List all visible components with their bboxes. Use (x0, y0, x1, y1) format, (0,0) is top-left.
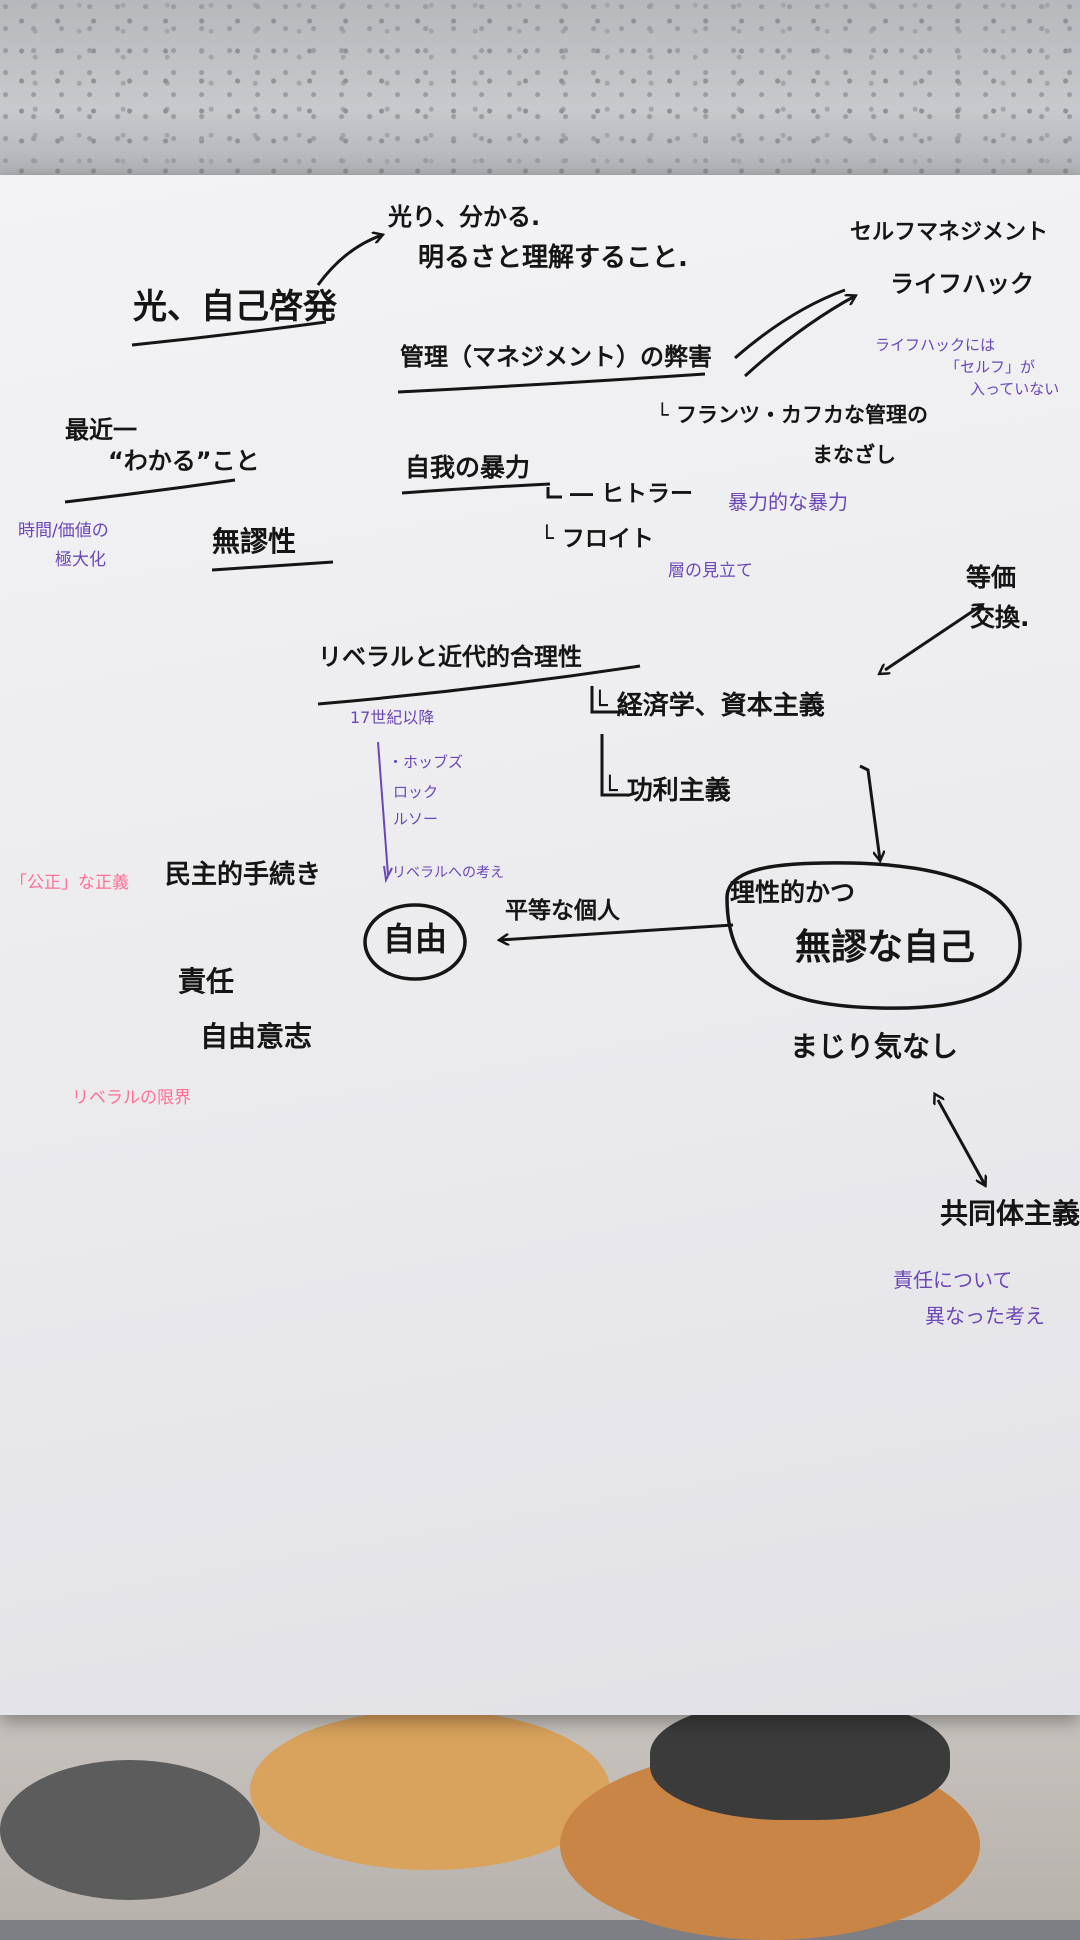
arrow-management-to-lifehack-a (734, 288, 846, 360)
node-self-management: セルフマネジメント (850, 220, 1049, 245)
node-comm-note-1: 責任について (893, 1268, 1013, 1292)
node-rational-self-2: 無謬な自己 (795, 927, 976, 968)
branch-ego (546, 487, 562, 499)
node-equal-individual: 平等な個人 (505, 898, 620, 924)
node-liberal-reason: リベラルと近代的合理性 (318, 643, 582, 671)
node-freud-note: 層の見立て (668, 561, 753, 581)
node-irresponsibility: 無謬性 (212, 525, 297, 558)
node-hitler: ― ヒトラー (570, 481, 694, 507)
node-locke: ロック (393, 783, 439, 801)
rational-self-ellipse (725, 861, 1022, 1010)
underline-irresponsibility (211, 560, 334, 572)
underline-liberal (317, 664, 641, 706)
node-lifehack-note-2: 「セルフ」が (945, 358, 1036, 376)
node-lifehack-note-3: 入っていない (970, 380, 1060, 398)
node-value-exchange-1: 等価 (966, 563, 1017, 592)
node-management-harm: 管理（マネジメント）の弊害 (400, 343, 712, 371)
node-freud: └ フロイト (540, 526, 654, 552)
node-fairness-procedure: 「公正」な正義 (10, 873, 129, 893)
arrow-nomixture-communitarian (938, 1100, 985, 1185)
node-recent-1: 最近一 (65, 416, 137, 444)
freedom-circle (363, 903, 467, 981)
purple-timeline (377, 741, 389, 876)
fabric-background (0, 1690, 1080, 1940)
arrow-light-to-understanding (316, 235, 382, 286)
arrow-rational-to-freedom (500, 923, 734, 940)
arrow-management-to-lifehack-b (743, 296, 855, 378)
node-self-violence: 自我の暴力 (405, 453, 531, 482)
node-no-mixture: まじり気なし (790, 1030, 959, 1063)
paper-sheet (0, 175, 1080, 1715)
node-time-note-1: 時間/価値の (18, 521, 109, 541)
underline-recent (64, 478, 236, 504)
node-since-17c: 17世紀以降 (350, 708, 435, 727)
node-utilitarian: └ 功利主義 (602, 776, 731, 806)
node-rousseau: ルソー (393, 810, 439, 828)
underline-management (397, 372, 706, 394)
node-lifehack: ライフハック (890, 270, 1034, 298)
node-hobbes: ・ホッブズ (388, 753, 464, 771)
node-liberal-thought: リベラルへの考え (392, 865, 504, 881)
node-kafka-note-2: まなざし (812, 443, 896, 467)
ceiling-background (0, 0, 1080, 200)
node-light-understanding-2: 明るさと理解すること. (418, 243, 688, 273)
node-value-exchange-2: 交換. (970, 603, 1030, 632)
node-light-understanding-1: 光り、分かる. (388, 203, 541, 231)
underline-light (131, 320, 327, 347)
arrow-exchange-economics (885, 605, 982, 670)
branch-liberal-utilitarian (600, 734, 628, 797)
node-time-note-2: 極大化 (55, 550, 106, 570)
node-light-self-enlightenment: 光、自己啓発 (133, 287, 337, 327)
branch-liberal-economics (590, 686, 628, 714)
node-liberal-limit: リベラルの限界 (72, 1088, 191, 1108)
underline-ego (401, 482, 551, 495)
node-self-determination: 自由意志 (200, 1020, 313, 1053)
node-economics: └ 経済学、資本主義 (592, 691, 825, 721)
node-hitler-note: 暴力的な暴力 (728, 490, 848, 514)
arrow-down-to-rational-self (859, 764, 880, 860)
node-recent-2: “わかる”こと (108, 447, 260, 475)
node-democratic-procedure: 民主的手続き (165, 860, 322, 890)
node-lifehack-note-1: ライフハックには (875, 336, 996, 354)
node-rational-self-1: 理性的かつ (730, 878, 856, 907)
node-freedom: 自由 (383, 920, 448, 958)
node-communitarian: 共同体主義 (940, 1197, 1080, 1230)
node-responsibility: 責任 (178, 965, 235, 998)
node-kafka-note-1: └ フランツ・カフカな管理の (656, 403, 928, 427)
node-comm-note-2: 異なった考え (925, 1304, 1045, 1328)
